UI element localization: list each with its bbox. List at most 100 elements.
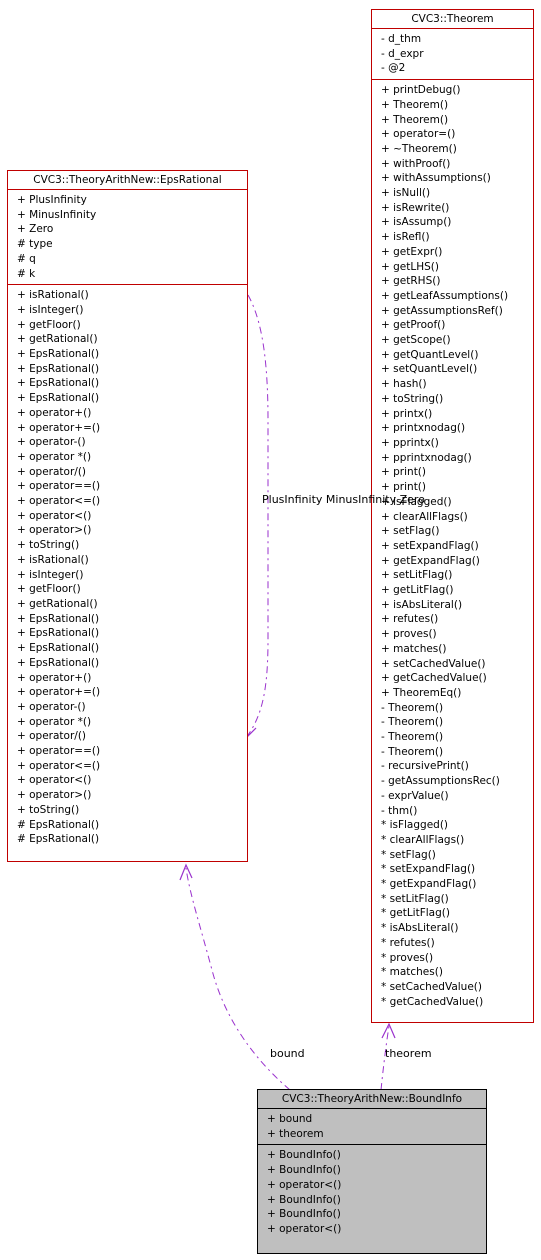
self-loop-label-line: PlusInfinity [262,493,323,506]
class-method: * getExpandFlag() [381,878,477,891]
class-method: + printDebug() [381,84,461,97]
bound-edge-label: bound [270,1047,305,1060]
class-method: - Theorem() [381,745,444,758]
class-method: + operator+() [17,671,92,684]
class-method: + setLitFlag() [381,569,453,582]
class-method: * setExpandFlag() [381,863,476,876]
class-method: + isRefl() [381,231,430,244]
class-method: + operator-() [17,700,86,713]
class-method: - Theorem() [381,701,444,714]
theorem-edge [380,1025,390,1091]
class-method: - exprValue() [381,789,449,802]
class-method: - Theorem() [381,731,444,744]
class-method: + Theorem() [381,113,449,126]
class-method: + refutes() [381,613,439,626]
class-method: + printxnodag() [381,422,466,435]
class-method: + printx() [381,407,433,420]
class-attribute: - d_expr [381,47,424,60]
bound-info-class-name: CVC3::TheoryArithNew::BoundInfo [258,1090,486,1109]
class-method: + operator+=() [17,686,101,699]
class-method: + operator>() [17,789,92,802]
class-method: + toString() [17,803,80,816]
class-method: + operator-() [17,436,86,449]
class-method: + EpsRational() [17,656,100,669]
class-attribute: + MinusInfinity [17,208,97,221]
class-method: + operator<() [17,509,92,522]
class-method: + isRational() [17,289,89,302]
class-method: + EpsRational() [17,612,100,625]
class-attribute: + theorem [267,1127,324,1140]
class-method: + operator=() [381,128,456,141]
class-attribute: - @2 [381,62,406,75]
class-method: + operator<() [17,774,92,787]
self-loop-label: PlusInfinity MinusInfinity Zero [262,493,425,507]
class-method: - Theorem() [381,716,444,729]
class-method: # EpsRational() [17,818,100,831]
bound-info-methods: + BoundInfo()+ BoundInfo()+ operator<()+… [258,1144,486,1239]
bound-info-attributes: + bound+ theorem [258,1109,486,1144]
bound-arrowhead [179,863,193,881]
self-loop-label-line: Zero [399,493,425,506]
class-method: + getRational() [17,597,98,610]
class-method: + print() [381,466,426,479]
self-loop-edge [247,294,269,736]
class-method: + operator/() [17,465,87,478]
class-method: + isAbsLiteral() [381,598,463,611]
class-method: + isInteger() [17,568,84,581]
class-method: + EpsRational() [17,642,100,655]
class-attribute: # type [17,238,53,251]
theorem-attributes: - d_thm- d_expr- @2 [372,29,533,79]
class-method: - thm() [381,804,418,817]
class-method: + EpsRational() [17,377,100,390]
class-method: + BoundInfo() [267,1193,341,1206]
class-method: + EpsRational() [17,362,100,375]
theorem-class-box: CVC3::Theorem - d_thm- d_expr- @2 + prin… [371,9,534,1023]
class-method: * matches() [381,966,443,979]
class-method: * isFlagged() [381,819,449,832]
class-method: - recursivePrint() [381,760,469,773]
class-method: + BoundInfo() [267,1164,341,1177]
class-method: + BoundInfo() [267,1208,341,1221]
class-method: + getScope() [381,334,451,347]
class-attribute: + PlusInfinity [17,194,87,206]
class-method: + withAssumptions() [381,172,491,185]
class-method: + setExpandFlag() [381,539,479,552]
class-attribute: # q [17,252,36,265]
eps-rational-class-name: CVC3::TheoryArithNew::EpsRational [8,171,247,190]
class-method: + operator+=() [17,421,101,434]
class-method: + TheoremEq() [381,686,462,699]
bound-info-class-box: CVC3::TheoryArithNew::BoundInfo + bound+… [257,1089,487,1254]
class-method: * isAbsLiteral() [381,922,459,935]
eps-rational-attributes: + PlusInfinity+ MinusInfinity+ Zero# typ… [8,190,247,284]
class-method: + setCachedValue() [381,657,486,670]
theorem-arrowhead [381,1022,396,1039]
eps-rational-class-box: CVC3::TheoryArithNew::EpsRational + Plus… [7,170,248,862]
class-method: + print() [381,481,426,494]
bound-edge [185,867,291,1091]
class-method: + operator==() [17,480,101,493]
class-method: * proves() [381,951,434,964]
class-method: + isRational() [17,553,89,566]
class-method: * clearAllFlags() [381,833,465,846]
class-method: + isNull() [381,187,431,200]
class-method: + EpsRational() [17,348,100,361]
class-method: + setFlag() [381,525,440,538]
class-method: + getAssumptionsRef() [381,304,503,317]
class-method: + withProof() [381,157,451,170]
class-method: - getAssumptionsRec() [381,775,500,788]
class-method: * refutes() [381,936,435,949]
class-method: + operator+() [17,406,92,419]
theorem-methods: + printDebug()+ Theorem()+ Theorem()+ op… [372,79,533,1012]
class-method: + EpsRational() [17,392,100,405]
class-method: + getRHS() [381,275,441,288]
self-loop-label-line: MinusInfinity [325,493,397,506]
class-method: + isRewrite() [381,201,450,214]
class-method: + getExpandFlag() [381,554,480,567]
class-method: + hash() [381,378,427,391]
class-method: + setQuantLevel() [381,363,478,376]
class-method: + getFloor() [17,583,81,596]
class-method: + getFloor() [17,318,81,331]
class-method: + EpsRational() [17,627,100,640]
class-method: + operator>() [17,524,92,537]
class-method: * setFlag() [381,848,436,861]
